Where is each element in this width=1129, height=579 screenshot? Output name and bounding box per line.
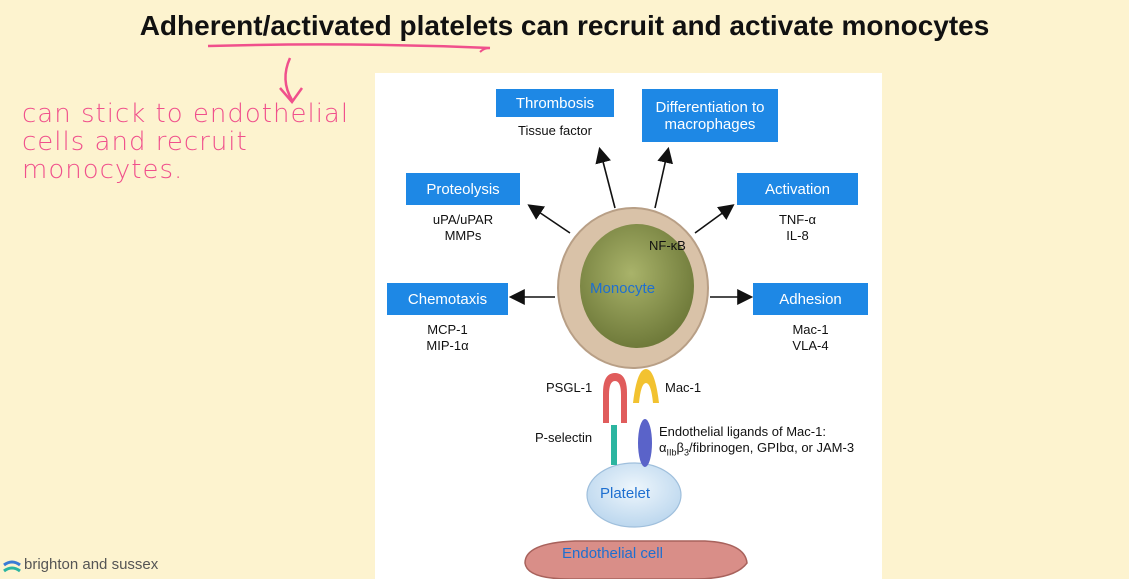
beta-symbol: β bbox=[676, 440, 685, 455]
chemotaxis-detail-line: MCP-1 bbox=[427, 322, 468, 337]
handwritten-note-line: monocytes. bbox=[22, 155, 184, 185]
activation-detail-line: IL-8 bbox=[786, 228, 809, 243]
alpha-subscript: IIb bbox=[666, 447, 677, 458]
thrombosis-detail: Tissue factor bbox=[518, 123, 592, 138]
nfkb-label: NF-κB bbox=[649, 238, 686, 253]
handwritten-note-line: can stick to endothelial bbox=[22, 99, 350, 129]
chemotaxis-detail: MCP-1 MIP-1α bbox=[387, 322, 508, 354]
alpha-symbol: α bbox=[659, 440, 667, 455]
mac1-ligand bbox=[638, 419, 652, 467]
beta-subscript: 3 bbox=[684, 447, 690, 458]
arrow-to-thrombosis bbox=[595, 146, 616, 209]
activation-detail-line: TNF-α bbox=[778, 212, 817, 227]
activation-box: Activation bbox=[737, 173, 858, 205]
handwritten-note: can stick to endothelial cells and recru… bbox=[22, 100, 402, 184]
mac1-ligands-line: αIIbβ3/fibrinogen, GPIbα, or JAM-3 bbox=[659, 440, 854, 461]
endothelial-cell-shape bbox=[524, 540, 748, 579]
proteolysis-detail-line: uPA/uPAR bbox=[432, 212, 494, 227]
ligand-list: /fibrinogen, GPIbα, or JAM-3 bbox=[689, 440, 855, 455]
adhesion-box: Adhesion bbox=[753, 283, 868, 315]
mac1-ligands-line: Endothelial ligands of Mac-1: bbox=[659, 424, 826, 439]
university-logo-icon bbox=[3, 560, 21, 573]
diagram-graphics bbox=[508, 146, 754, 579]
arrow-to-activation bbox=[694, 204, 735, 234]
arrow-to-proteolysis bbox=[527, 204, 571, 234]
chemotaxis-box: Chemotaxis bbox=[387, 283, 508, 315]
monocyte-label: Monocyte bbox=[590, 280, 656, 297]
proteolysis-detail-line: MMPs bbox=[444, 228, 482, 243]
psgl1-label: PSGL-1 bbox=[546, 380, 593, 395]
activation-detail: TNF-α IL-8 bbox=[737, 212, 858, 244]
arrow-to-differentiation bbox=[654, 146, 674, 209]
psgl1-receptor bbox=[603, 373, 627, 423]
monocyte-nucleus bbox=[580, 224, 694, 348]
pselectin-receptor bbox=[611, 425, 617, 465]
mac1-ligands-label: Endothelial ligands of Mac-1: αIIbβ3/fib… bbox=[659, 424, 854, 461]
adhesion-detail-line: Mac-1 bbox=[792, 322, 829, 337]
platelet-shape bbox=[586, 462, 682, 528]
pselectin-label: P-selectin bbox=[535, 430, 593, 445]
mac1-receptor bbox=[633, 369, 659, 403]
adhesion-detail: Mac-1 VLA-4 bbox=[753, 322, 868, 354]
handwritten-note-line: cells and recruit bbox=[22, 127, 248, 157]
differentiation-box: Differentiation to macrophages bbox=[642, 89, 778, 142]
chemotaxis-detail-line: MIP-1α bbox=[426, 338, 469, 353]
proteolysis-box: Proteolysis bbox=[406, 173, 520, 205]
handwritten-underline-arrow bbox=[207, 43, 491, 105]
footer-logo-text: brighton and sussex bbox=[24, 556, 159, 573]
platelet-label: Platelet bbox=[600, 485, 651, 502]
proteolysis-detail: uPA/uPAR MMPs bbox=[406, 212, 520, 244]
monocyte-activation-diagram: Thrombosis Tissue factor Differentiation… bbox=[375, 73, 882, 579]
slide-title: Adherent/activated platelets can recruit… bbox=[139, 10, 990, 41]
mac1-label: Mac-1 bbox=[665, 380, 702, 395]
endothelial-cell-label: Endothelial cell bbox=[562, 545, 663, 562]
adhesion-detail-line: VLA-4 bbox=[792, 338, 829, 353]
thrombosis-box: Thrombosis bbox=[496, 89, 614, 117]
